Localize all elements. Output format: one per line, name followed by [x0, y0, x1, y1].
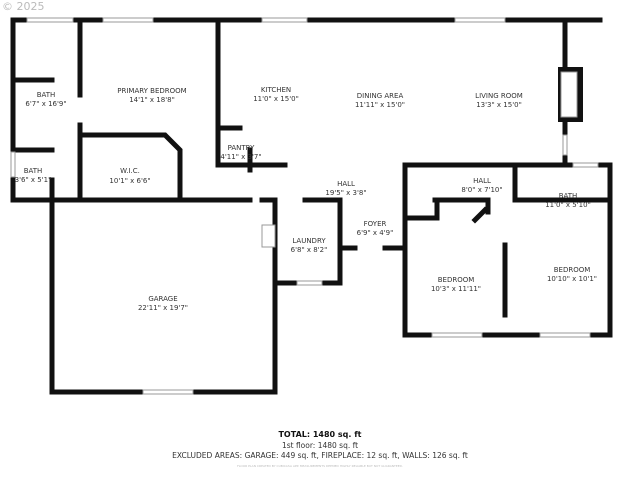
- svg-text:6'9" x 4'9": 6'9" x 4'9": [357, 229, 394, 237]
- svg-text:DINING AREA: DINING AREA: [357, 92, 404, 100]
- svg-text:LAUNDRY: LAUNDRY: [292, 237, 326, 245]
- svg-text:11'0" x 5'10": 11'0" x 5'10": [545, 201, 591, 209]
- svg-text:PRIMARY BEDROOM: PRIMARY BEDROOM: [117, 87, 186, 95]
- svg-text:FOYER: FOYER: [364, 220, 387, 228]
- svg-text:22'11" x 19'7": 22'11" x 19'7": [138, 304, 188, 312]
- total-area: TOTAL: 1480 sq. ft: [278, 430, 362, 439]
- svg-text:4'11" x 3'7": 4'11" x 3'7": [220, 153, 261, 161]
- svg-text:LIVING ROOM: LIVING ROOM: [475, 92, 523, 100]
- walls: [10, 17, 613, 395]
- svg-text:8'0" x 7'10": 8'0" x 7'10": [461, 186, 502, 194]
- svg-text:BATH: BATH: [37, 91, 56, 99]
- svg-text:BEDROOM: BEDROOM: [438, 276, 475, 284]
- room-wic: W.I.C. 10'1" x 6'6": [109, 167, 150, 185]
- svg-text:6'7" x 16'9": 6'7" x 16'9": [25, 100, 66, 108]
- svg-text:13'3" x 15'0": 13'3" x 15'0": [476, 101, 522, 109]
- svg-text:10'10" x 10'1": 10'10" x 10'1": [547, 275, 597, 283]
- excluded-areas: EXCLUDED AREAS: GARAGE: 449 sq. ft, FIRE…: [172, 451, 468, 460]
- disclaimer: FLOOR PLAN CREATED BY CUBICASA APP. MEAS…: [237, 464, 403, 468]
- svg-text:HALL: HALL: [473, 177, 491, 185]
- svg-text:PANTRY: PANTRY: [228, 144, 255, 152]
- svg-text:6'8" x 8'2": 6'8" x 8'2": [291, 246, 328, 254]
- svg-text:W.I.C.: W.I.C.: [120, 167, 140, 175]
- svg-text:BATH: BATH: [559, 192, 578, 200]
- svg-text:HALL: HALL: [337, 180, 355, 188]
- svg-text:10'3" x 11'11": 10'3" x 11'11": [431, 285, 481, 293]
- copyright-watermark: © 2025: [2, 0, 45, 13]
- svg-text:3'6" x 5'1": 3'6" x 5'1": [15, 176, 52, 184]
- svg-text:GARAGE: GARAGE: [148, 295, 177, 303]
- svg-text:BEDROOM: BEDROOM: [554, 266, 591, 274]
- svg-text:10'1" x 6'6": 10'1" x 6'6": [109, 177, 150, 185]
- svg-text:KITCHEN: KITCHEN: [261, 86, 291, 94]
- svg-text:11'11" x 15'0": 11'11" x 15'0": [355, 101, 405, 109]
- svg-text:14'1" x 18'8": 14'1" x 18'8": [129, 96, 175, 104]
- floor-area: 1st floor: 1480 sq. ft: [281, 441, 359, 450]
- fireplace: [560, 71, 578, 118]
- windows: [10, 17, 599, 395]
- svg-text:19'5" x 3'8": 19'5" x 3'8": [325, 189, 366, 197]
- svg-text:BATH: BATH: [24, 167, 43, 175]
- svg-text:11'0" x 15'0": 11'0" x 15'0": [253, 95, 299, 103]
